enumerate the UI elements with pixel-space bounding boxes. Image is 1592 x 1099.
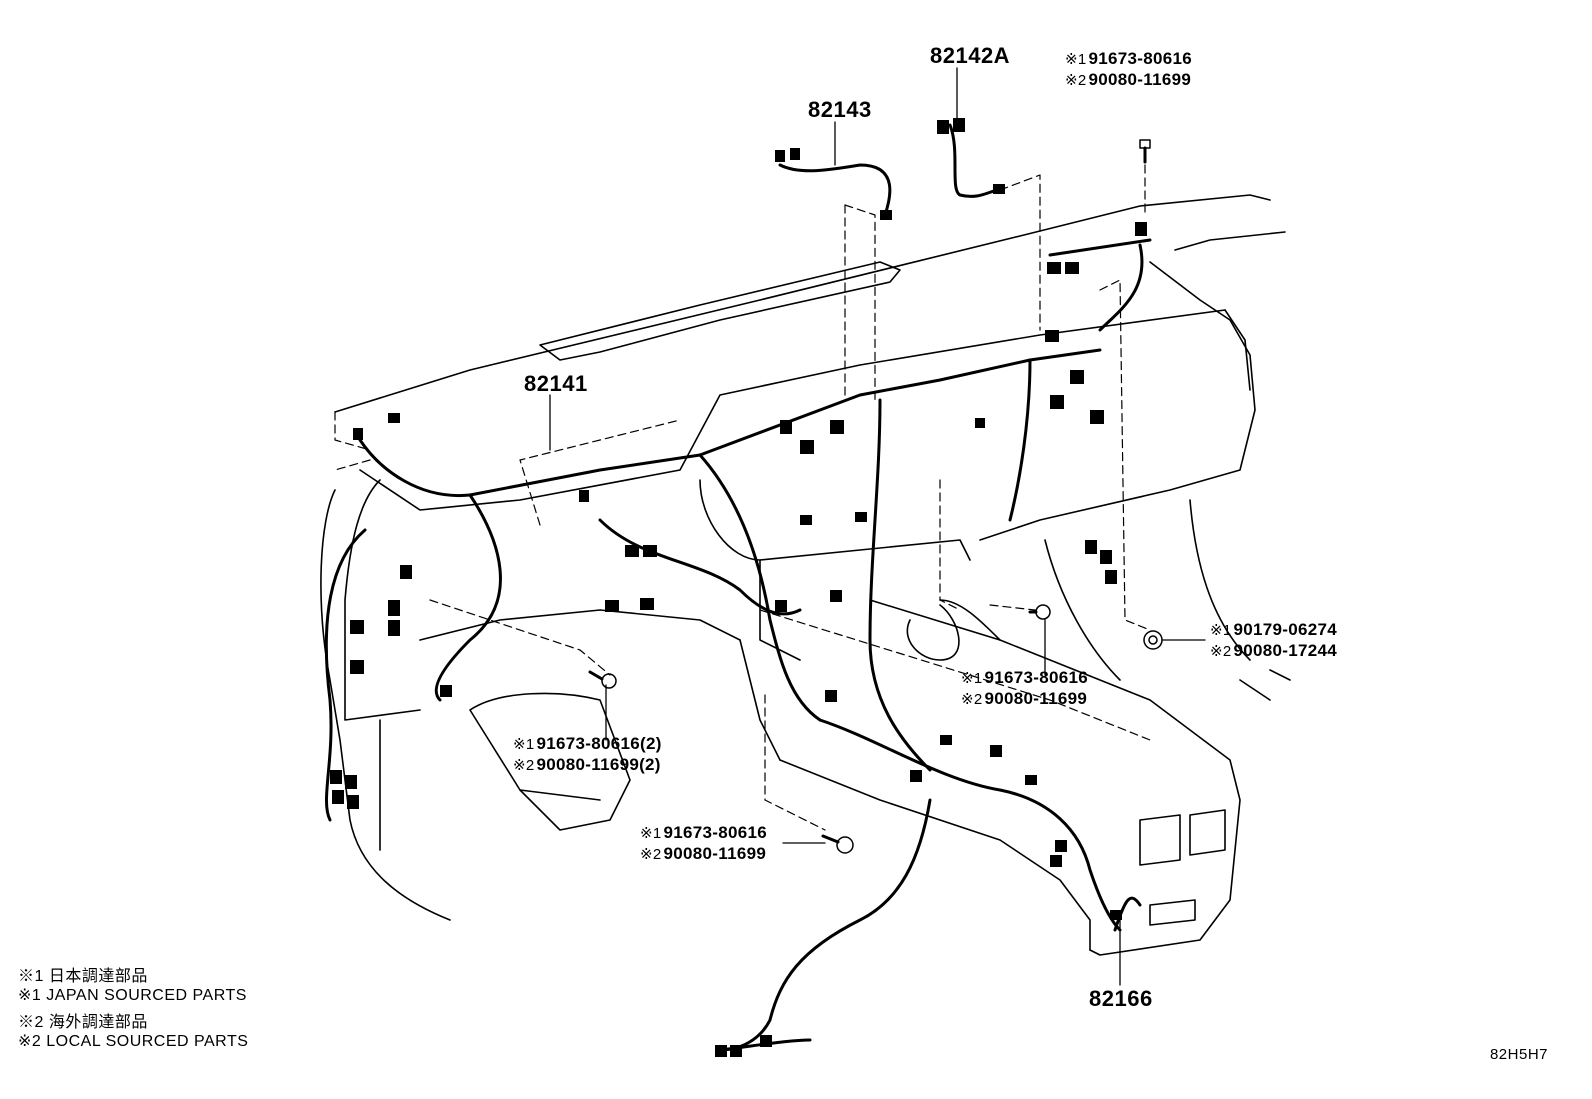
legend-line-4: ※2 LOCAL SOURCED PARTS xyxy=(18,1033,249,1050)
fastener-part-number: 91673-80616(2) xyxy=(536,734,662,753)
note-mark: ※2 xyxy=(1065,72,1087,89)
harness-wires xyxy=(324,123,1152,1052)
part-number-82166[interactable]: 82166 xyxy=(1089,986,1153,1011)
note-mark: ※2 xyxy=(513,757,535,774)
fastener-part-number: 90080-17244 xyxy=(1233,641,1338,660)
fastener-part-number: 91673-80616 xyxy=(1088,49,1193,68)
label-leaders xyxy=(549,67,1206,986)
note-mark: ※1 xyxy=(1065,51,1087,68)
fastener-part-number: 90080-11699 xyxy=(663,844,767,863)
connectors xyxy=(330,118,1147,1057)
note-mark: ※1 xyxy=(961,670,983,687)
part-number-82143[interactable]: 82143 xyxy=(808,97,872,122)
part-number-82141[interactable]: 82141 xyxy=(524,371,588,396)
note-mark: ※1 xyxy=(640,825,662,842)
fastener-part-number: 90080-11699 xyxy=(984,689,1088,708)
fastener-icons xyxy=(588,139,1163,854)
legend-line-1: ※1 日本調達部品 xyxy=(18,968,148,985)
fastener-part-number: 91673-80616 xyxy=(663,823,768,842)
diagram-code: 82H5H7 xyxy=(1489,1046,1548,1063)
legend-line-3: ※2 海外調達部品 xyxy=(18,1014,148,1031)
bolt-icon xyxy=(1028,604,1051,620)
leader-lines xyxy=(334,164,1151,831)
note-mark: ※1 xyxy=(1210,622,1232,639)
bolt-icon xyxy=(588,670,617,689)
fastener-part-number: 90080-11699(2) xyxy=(536,755,661,774)
fastener-part-number: 90179-06274 xyxy=(1233,620,1338,639)
fastener-part-number: 91673-80616 xyxy=(984,668,1089,687)
bolt-icon xyxy=(1139,139,1151,164)
fastener-part-number: 90080-11699 xyxy=(1088,70,1192,89)
bolt-icon xyxy=(821,834,854,854)
clip-icon xyxy=(1143,630,1163,650)
note-mark: ※2 xyxy=(640,846,662,863)
legend-line-2: ※1 JAPAN SOURCED PARTS xyxy=(18,987,247,1004)
note-mark: ※2 xyxy=(961,691,983,708)
part-number-82142a[interactable]: 82142A xyxy=(930,43,1011,68)
note-mark: ※1 xyxy=(513,736,535,753)
note-mark: ※2 xyxy=(1210,643,1232,660)
dashboard-outline xyxy=(320,194,1291,956)
